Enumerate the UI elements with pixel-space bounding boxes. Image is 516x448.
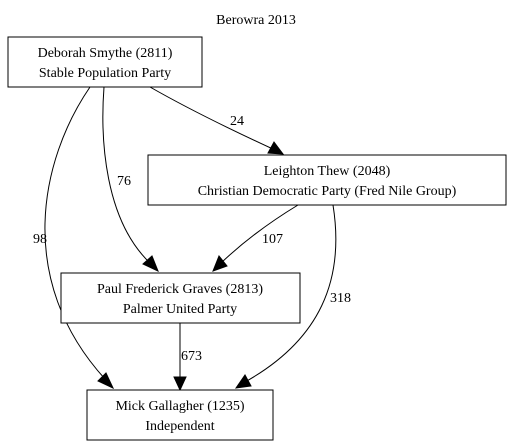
edge-line	[102, 86, 151, 264]
edge-smythe-graves: 76	[102, 86, 159, 272]
node-box	[86, 389, 274, 441]
edge-label: 24	[230, 114, 244, 129]
edge-thew-graves: 107	[212, 204, 299, 272]
node-gallagher: Mick Gallagher (1235) Independent	[86, 389, 274, 441]
arrowhead	[267, 141, 285, 155]
node-party: Independent	[145, 419, 214, 434]
node-thew: Leighton Thew (2048) Christian Democrati…	[147, 154, 507, 206]
edge-label: 76	[117, 174, 131, 189]
node-graves: Paul Frederick Graves (2813) Palmer Unit…	[60, 272, 301, 324]
edge-label: 98	[33, 232, 47, 247]
node-party: Stable Population Party	[39, 66, 171, 81]
node-box	[147, 154, 507, 206]
edge-smythe-thew: 24	[149, 86, 285, 155]
arrowhead	[173, 376, 187, 392]
arrowhead	[212, 255, 228, 272]
edge-line	[44, 86, 106, 380]
arrowhead	[142, 255, 159, 272]
node-name: Paul Frederick Graves (2813)	[97, 282, 263, 297]
node-box	[7, 36, 203, 88]
edge-line	[244, 204, 337, 383]
edge-smythe-gallagher: 98	[33, 86, 115, 390]
edge-line	[149, 86, 276, 151]
edge-label: 673	[181, 349, 202, 364]
edge-label: 107	[262, 232, 283, 247]
edge-thew-gallagher: 318	[234, 204, 351, 389]
node-name: Leighton Thew (2048)	[264, 164, 391, 179]
arrowhead	[234, 374, 252, 389]
arrowhead	[97, 372, 115, 390]
edge-label: 318	[330, 291, 351, 306]
edge-graves-gallagher: 673	[173, 323, 202, 392]
diagram-title: Berowra 2013	[216, 13, 296, 28]
node-smythe: Deborah Smythe (2811) Stable Population …	[7, 36, 203, 88]
node-party: Palmer United Party	[123, 302, 237, 317]
node-party: Christian Democratic Party (Fred Nile Gr…	[198, 184, 457, 199]
node-box	[60, 272, 301, 324]
node-name: Deborah Smythe (2811)	[38, 46, 173, 61]
edge-line	[220, 204, 299, 264]
node-name: Mick Gallagher (1235)	[115, 399, 244, 414]
